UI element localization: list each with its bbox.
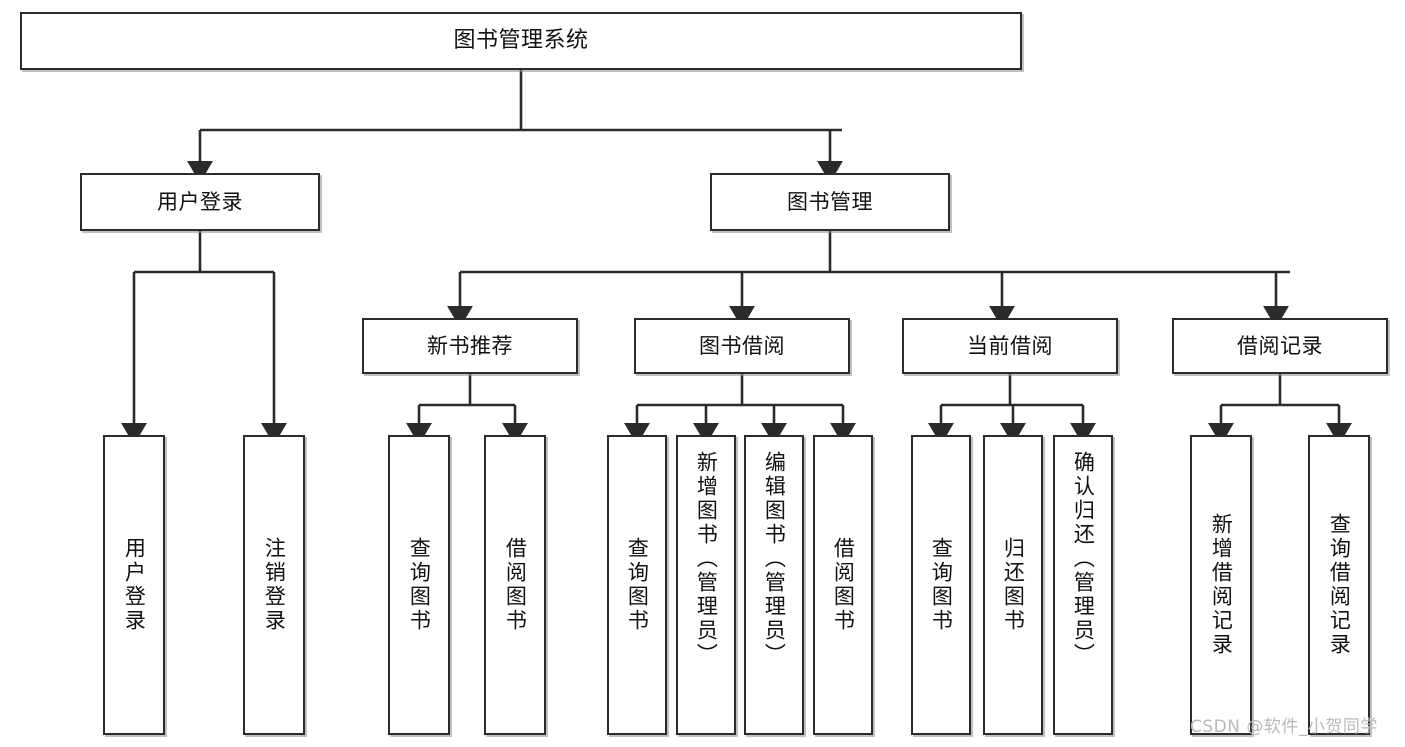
leaf-user-logout[interactable]: 注销登录 xyxy=(243,435,305,735)
node-label: 查询图书 xyxy=(407,537,432,633)
node-label: 确认归还（管理员） xyxy=(1071,451,1096,667)
node-label: 用户登录 xyxy=(157,189,243,214)
node-user-login[interactable]: 用户登录 xyxy=(80,173,320,231)
leaf-bb-add-book-admin[interactable]: 新增图书（管理员） xyxy=(676,435,736,735)
node-label: 图书管理系统 xyxy=(453,28,589,54)
leaf-cb-return-book[interactable]: 归还图书 xyxy=(983,435,1043,735)
node-label: 图书管理 xyxy=(787,189,873,214)
leaf-cb-query-book[interactable]: 查询图书 xyxy=(911,435,971,735)
leaf-bb-edit-book-admin[interactable]: 编辑图书（管理员） xyxy=(744,435,804,735)
node-label: 注销登录 xyxy=(262,537,287,633)
node-label: 新书推荐 xyxy=(427,333,513,358)
node-root-book-management-system[interactable]: 图书管理系统 xyxy=(20,12,1022,70)
node-label: 编辑图书（管理员） xyxy=(762,451,787,667)
node-borrow-record[interactable]: 借阅记录 xyxy=(1172,318,1388,374)
node-book-management[interactable]: 图书管理 xyxy=(710,173,950,231)
node-book-borrow[interactable]: 图书借阅 xyxy=(634,318,850,374)
leaf-cb-confirm-return-admin[interactable]: 确认归还（管理员） xyxy=(1053,435,1113,735)
node-label: 借阅记录 xyxy=(1237,333,1323,358)
node-new-book-recommendation[interactable]: 新书推荐 xyxy=(362,318,578,374)
leaf-bb-query-book[interactable]: 查询图书 xyxy=(607,435,667,735)
node-label: 查询借阅记录 xyxy=(1327,513,1352,657)
leaf-br-add-borrow-record[interactable]: 新增借阅记录 xyxy=(1190,435,1252,735)
node-label: 归还图书 xyxy=(1001,537,1026,633)
node-label: 当前借阅 xyxy=(967,333,1053,358)
leaf-nb-query-book[interactable]: 查询图书 xyxy=(388,435,450,735)
leaf-nb-borrow-book[interactable]: 借阅图书 xyxy=(484,435,546,735)
leaf-bb-borrow-book[interactable]: 借阅图书 xyxy=(813,435,873,735)
node-label: 查询图书 xyxy=(929,537,954,633)
node-label: 新增借阅记录 xyxy=(1209,513,1234,657)
leaf-br-query-borrow-record[interactable]: 查询借阅记录 xyxy=(1308,435,1370,735)
leaf-user-login[interactable]: 用户登录 xyxy=(103,435,165,735)
node-label: 新增图书（管理员） xyxy=(694,451,719,667)
node-label: 借阅图书 xyxy=(503,537,528,633)
node-label: 图书借阅 xyxy=(699,333,785,358)
node-label: 借阅图书 xyxy=(831,537,856,633)
node-label: 查询图书 xyxy=(625,537,650,633)
node-label: 用户登录 xyxy=(122,537,147,633)
node-current-borrow[interactable]: 当前借阅 xyxy=(902,318,1118,374)
